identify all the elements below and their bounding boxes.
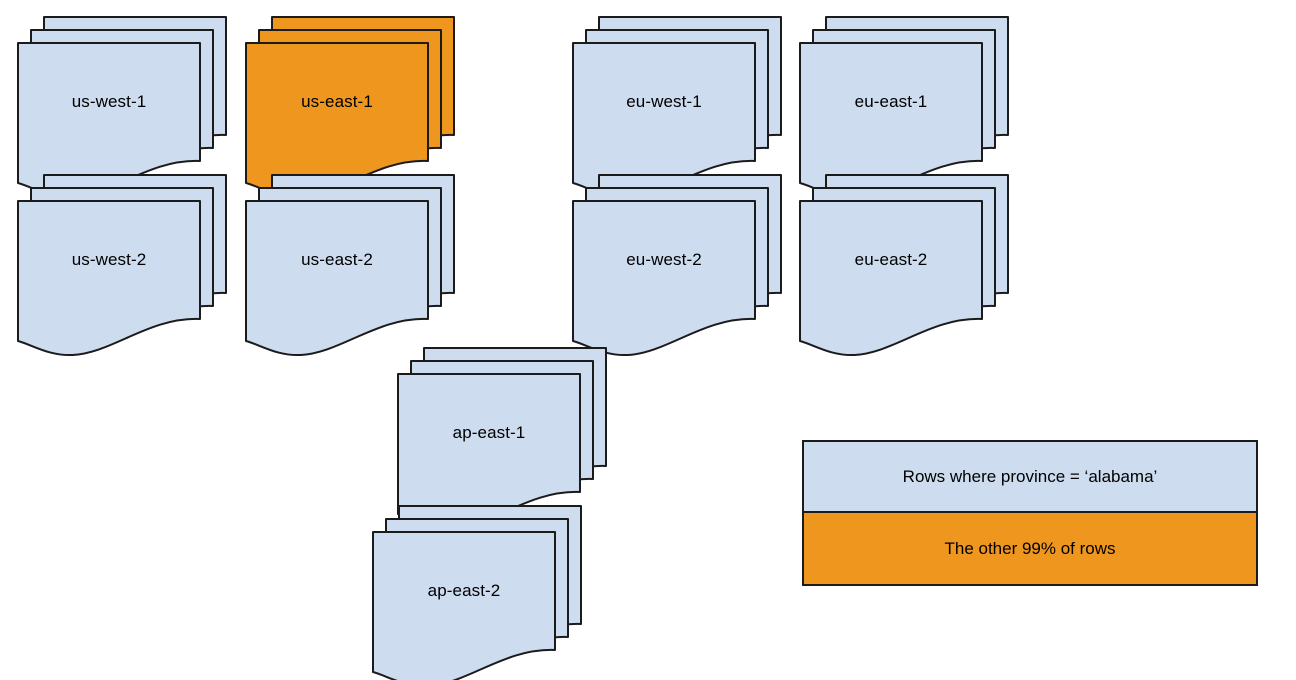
document-stack-shape: [245, 16, 455, 199]
legend-row-orange: The other 99% of rows: [804, 513, 1256, 584]
document-stack-shape: [245, 174, 455, 357]
document-stack-shape: [372, 505, 582, 680]
document-stack-eu-west-1[interactable]: eu-west-1: [572, 16, 783, 199]
legend-label-orange: The other 99% of rows: [944, 538, 1116, 558]
document-stack-ap-east-1[interactable]: ap-east-1: [397, 347, 608, 530]
legend-label-blue: Rows where province = ‘alabama’: [902, 466, 1158, 486]
document-stack-shape: [799, 16, 1009, 199]
document-stack-eu-west-2[interactable]: eu-west-2: [572, 174, 783, 357]
document-stack-eu-east-2[interactable]: eu-east-2: [799, 174, 1010, 357]
document-stack-shape: [799, 174, 1009, 357]
document-stack-us-west-1[interactable]: us-west-1: [17, 16, 228, 199]
document-stack-us-east-1[interactable]: us-east-1: [245, 16, 456, 199]
document-stack-ap-east-2[interactable]: ap-east-2: [372, 505, 583, 680]
document-stack-us-east-2[interactable]: us-east-2: [245, 174, 456, 357]
document-stack-shape: [17, 174, 227, 357]
document-stack-eu-east-1[interactable]: eu-east-1: [799, 16, 1010, 199]
document-stack-us-west-2[interactable]: us-west-2: [17, 174, 228, 357]
document-stack-shape: [397, 347, 607, 530]
legend-row-blue: Rows where province = ‘alabama’: [804, 442, 1256, 513]
document-stack-shape: [572, 174, 782, 357]
legend: Rows where province = ‘alabama’ The othe…: [802, 440, 1258, 586]
